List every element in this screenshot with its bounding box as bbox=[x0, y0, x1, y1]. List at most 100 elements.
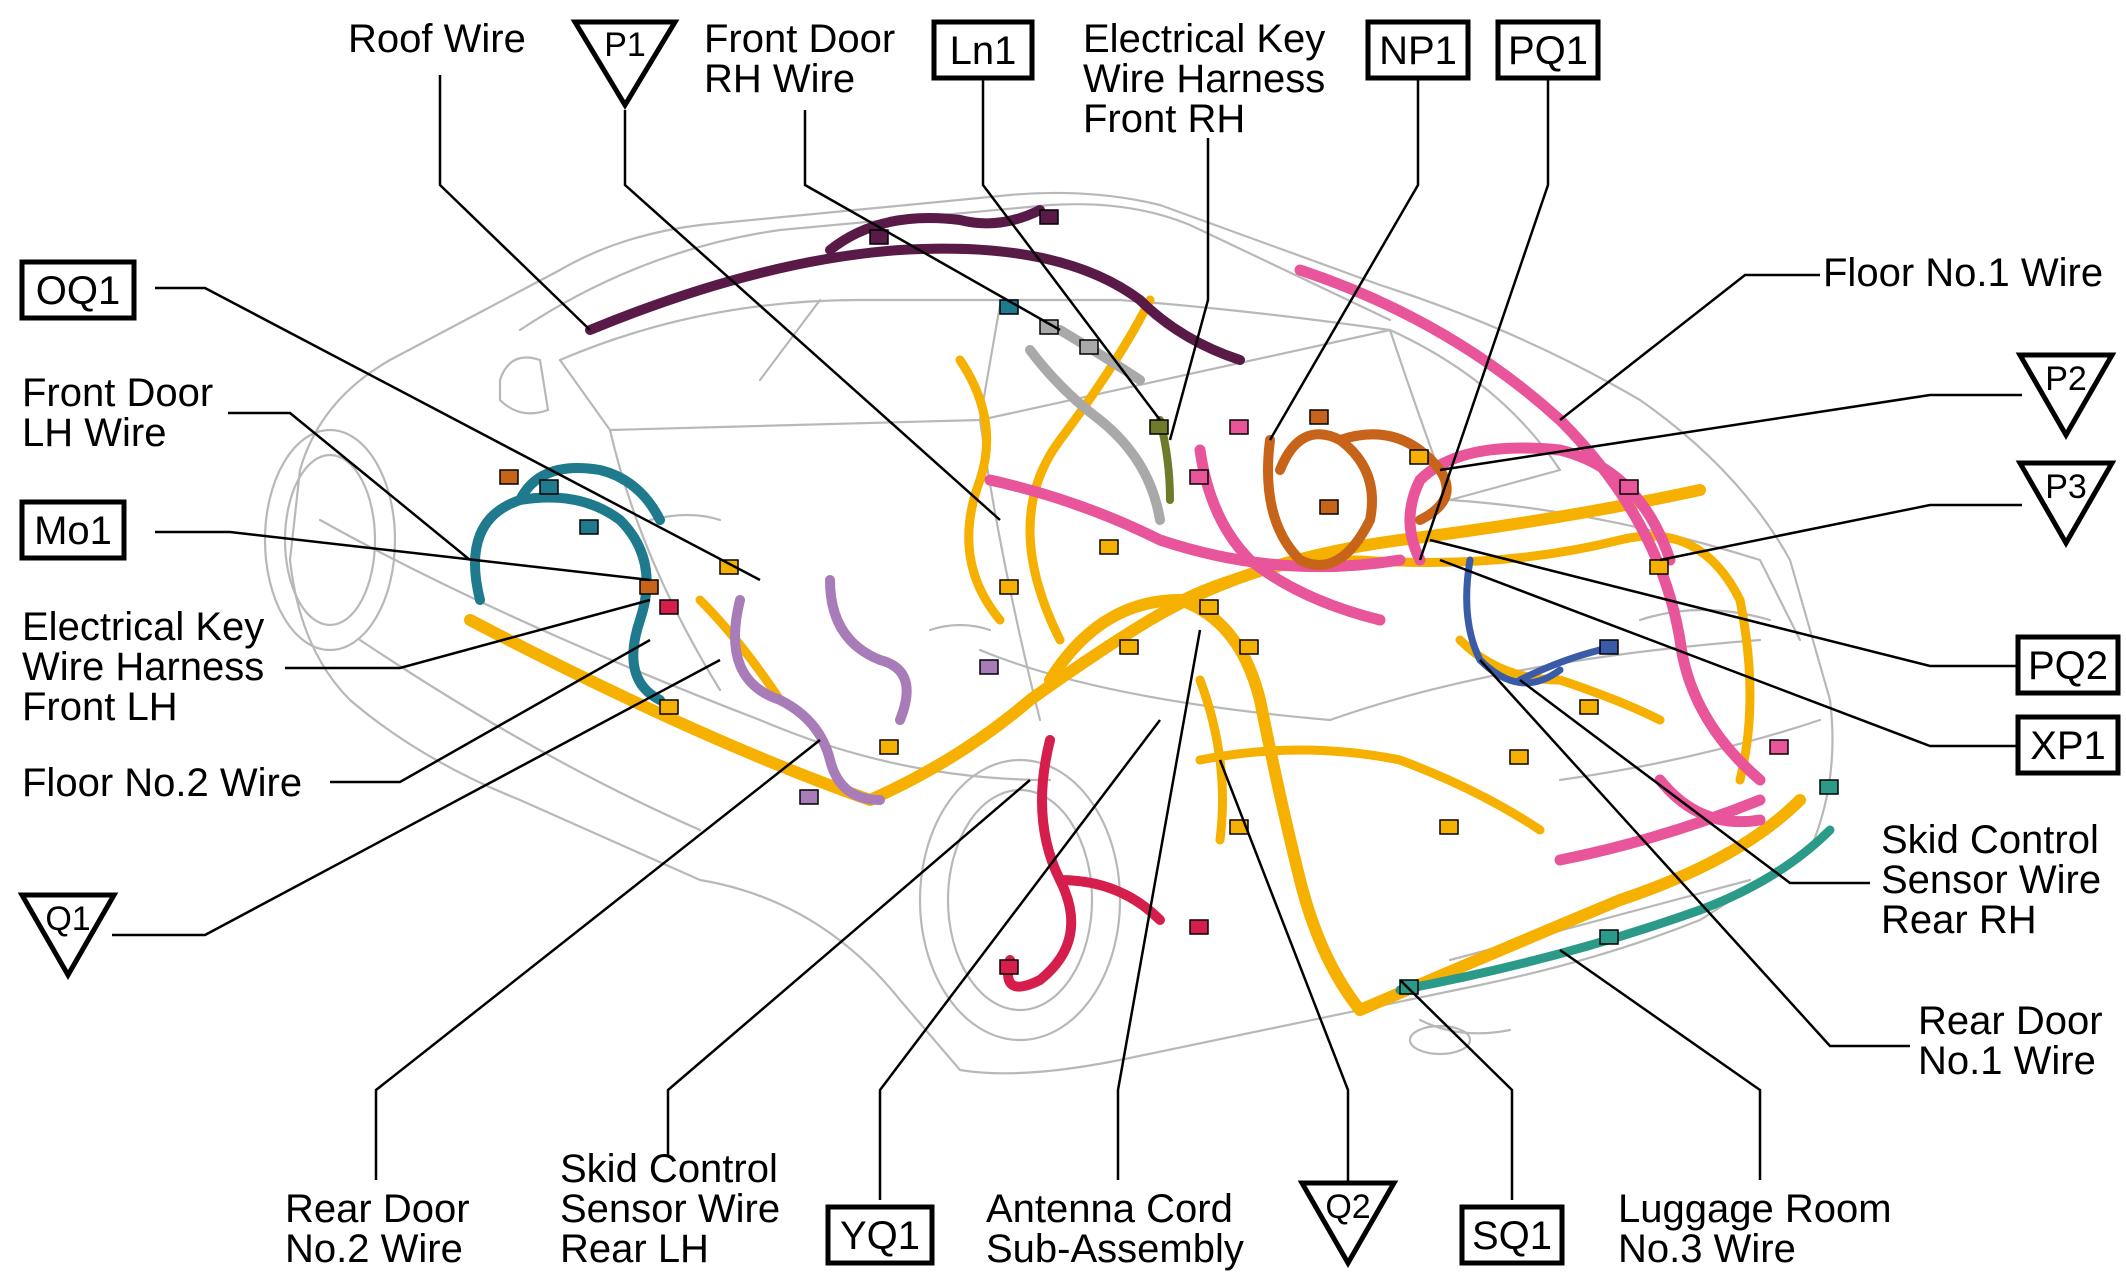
leader-rear-door-no2 bbox=[374, 739, 821, 1180]
leader-pq2 bbox=[1429, 538, 2020, 668]
rear-door-no1-wire bbox=[1463, 556, 1564, 687]
tag-mo1: Mo1 bbox=[19, 499, 127, 561]
roof-wire-branch bbox=[825, 205, 1045, 255]
leader-antenna bbox=[1116, 629, 1202, 1180]
connector bbox=[719, 559, 739, 575]
connector bbox=[1119, 639, 1139, 655]
leader-skid-lh bbox=[666, 779, 1031, 1155]
connector bbox=[1819, 779, 1839, 795]
tag-p1: P1 bbox=[570, 19, 680, 110]
connector bbox=[799, 789, 819, 805]
label-skid-control-rear-rh: Skid Control Sensor Wire Rear RH bbox=[1881, 818, 2112, 942]
label-front-door-rh-wire: Front Door RH Wire bbox=[704, 17, 906, 101]
leader-front-door-rh bbox=[803, 110, 1061, 332]
skid-control-sensor-wire-rear-lh-branch bbox=[1055, 875, 1165, 925]
floor-no2-wire-branch-4 bbox=[1025, 295, 1155, 645]
connector bbox=[1509, 749, 1529, 765]
label-front-door-lh-wire: Front Door LH Wire bbox=[22, 371, 224, 455]
svg-text:P3: P3 bbox=[2045, 468, 2087, 506]
connector bbox=[979, 659, 999, 675]
electrical-key-front-rh-bundle-2 bbox=[1055, 325, 1145, 385]
tag-pq1: PQ1 bbox=[1495, 19, 1601, 81]
svg-text:SQ1: SQ1 bbox=[1472, 1214, 1552, 1258]
floor-no2-wire-branch-8 bbox=[1455, 635, 1665, 725]
label-floor-no2-wire: Floor No.2 Wire bbox=[22, 761, 302, 805]
tag-pq2: PQ2 bbox=[2015, 634, 2121, 696]
leader-q1 bbox=[112, 658, 721, 937]
connector bbox=[659, 699, 679, 715]
floor-no2-wire-branch-9 bbox=[1195, 675, 1227, 845]
connector bbox=[539, 479, 559, 495]
tag-q2: Q2 bbox=[1297, 1180, 1399, 1269]
label-electrical-key-front-lh: Electrical Key Wire Harness Front LH bbox=[22, 605, 275, 729]
floor-no1-wire-branch-3 bbox=[1194, 444, 1386, 626]
tag-p2: P2 bbox=[2015, 352, 2117, 441]
connector bbox=[579, 519, 599, 535]
leader-np1 bbox=[1268, 78, 1420, 441]
connector bbox=[499, 469, 519, 485]
tag-oq1: OQ1 bbox=[19, 259, 137, 321]
leader-luggage-no3 bbox=[1559, 948, 1762, 1180]
leader-pq1 bbox=[1418, 78, 1550, 561]
connector bbox=[879, 739, 899, 755]
connectors bbox=[499, 209, 1839, 995]
svg-text:OQ1: OQ1 bbox=[36, 269, 120, 313]
text-labels: Roof Wire Front Door RH Wire Electrical … bbox=[22, 17, 2114, 1271]
leader-lines bbox=[112, 75, 2022, 1200]
svg-text:YQ1: YQ1 bbox=[840, 1214, 920, 1258]
leader-floor-no2 bbox=[330, 638, 651, 784]
luggage-room-no3-wire bbox=[1395, 825, 1835, 995]
wire-harnesses bbox=[464, 205, 1839, 1016]
floor-no2-wire-branch-2 bbox=[1354, 794, 1806, 1016]
floor-no2-wire-branch-1 bbox=[1044, 594, 1366, 1016]
svg-text:P2: P2 bbox=[2045, 360, 2087, 398]
tag-q1: Q1 bbox=[17, 892, 119, 981]
connector bbox=[1579, 699, 1599, 715]
tag-ln1: Ln1 bbox=[931, 19, 1035, 81]
tag-yq1: YQ1 bbox=[825, 1204, 935, 1266]
rear-door-no1-wire-branch bbox=[1516, 646, 1604, 684]
leader-yq1 bbox=[878, 719, 1161, 1200]
svg-text:NP1: NP1 bbox=[1379, 29, 1457, 73]
floor-no2-wire-main bbox=[464, 484, 1706, 806]
connector bbox=[1309, 409, 1329, 425]
label-rear-door-no2-wire: Rear Door No.2 Wire bbox=[285, 1187, 481, 1271]
svg-text:PQ2: PQ2 bbox=[2028, 644, 2108, 688]
rear-door-no2-wire-branch bbox=[825, 575, 912, 725]
roof-wire-main bbox=[585, 243, 1245, 365]
leader-electrical-key-rh bbox=[1168, 138, 1210, 441]
leader-p3 bbox=[1659, 503, 2022, 562]
leader-q2 bbox=[1218, 759, 1350, 1200]
leader-electrical-key-lh bbox=[285, 598, 651, 670]
label-roof-wire: Roof Wire bbox=[348, 17, 526, 61]
np1-harness-loop bbox=[1263, 429, 1377, 570]
leader-oq1 bbox=[155, 286, 761, 582]
connector bbox=[1769, 739, 1789, 755]
connector bbox=[1189, 919, 1209, 935]
svg-text:Q2: Q2 bbox=[1325, 1188, 1370, 1226]
label-rear-door-no1-wire: Rear Door No.1 Wire bbox=[1918, 999, 2114, 1083]
leader-front-door-lh bbox=[228, 411, 471, 561]
connector bbox=[1199, 599, 1219, 615]
connector bbox=[1189, 469, 1209, 485]
floor-no2-wire-branch-5 bbox=[955, 355, 1005, 625]
svg-text:Q1: Q1 bbox=[45, 900, 90, 938]
np1-harness-branch bbox=[1335, 429, 1452, 525]
connector bbox=[1409, 449, 1429, 465]
tag-sq1: SQ1 bbox=[1459, 1204, 1565, 1266]
leader-xp1 bbox=[1439, 558, 2020, 748]
connector bbox=[1079, 339, 1099, 355]
label-skid-control-rear-lh: Skid Control Sensor Wire Rear LH bbox=[560, 1147, 791, 1271]
connector bbox=[1619, 479, 1639, 495]
svg-text:Mo1: Mo1 bbox=[34, 509, 112, 553]
front-door-lh-wire-branch bbox=[515, 463, 665, 525]
connector bbox=[999, 579, 1019, 595]
tag-xp1: XP1 bbox=[2015, 714, 2121, 776]
label-antenna-cord: Antenna Cord Sub-Assembly bbox=[986, 1187, 1244, 1271]
connector bbox=[1599, 639, 1619, 655]
rear-door-no2-wire bbox=[730, 595, 885, 805]
label-floor-no1-wire: Floor No.1 Wire bbox=[1823, 251, 2103, 295]
box-tags: Ln1 NP1 PQ1 OQ1 Mo1 PQ2 XP1 YQ1 bbox=[19, 19, 2121, 1266]
connector bbox=[1149, 419, 1169, 435]
